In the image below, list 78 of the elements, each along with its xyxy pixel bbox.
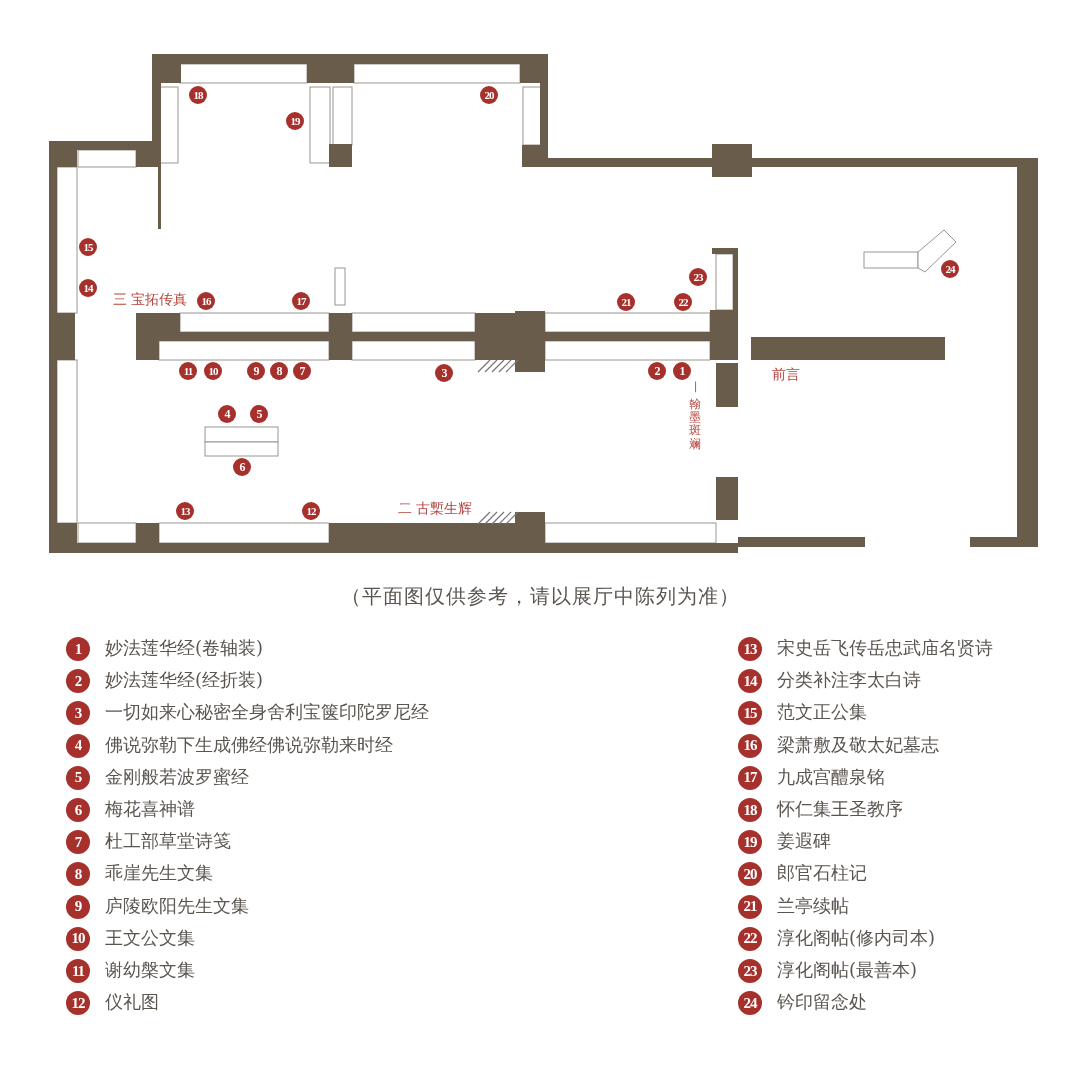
exhibit-name: 佛说弥勒下生成佛经佛说弥勒来时经 bbox=[105, 733, 393, 756]
section-label: 前言 bbox=[772, 366, 800, 383]
callout-number: 5 bbox=[250, 405, 268, 423]
exhibit-name: 仪礼图 bbox=[105, 991, 159, 1013]
callout-number: 23 bbox=[738, 959, 762, 983]
exhibit-name: 庐陵欧阳先生文集 bbox=[105, 894, 249, 917]
section-label: 三 宝拓传真 bbox=[113, 291, 188, 308]
callout-number: 10 bbox=[66, 926, 90, 951]
callout-number: 7 bbox=[293, 362, 311, 380]
exhibit-name: 梁萧敷及敬太妃墓志 bbox=[777, 733, 939, 756]
exhibit-name: 一切如来心秘密全身舍利宝箧印陀罗尼经 bbox=[105, 701, 429, 723]
exhibit-name: 妙法莲华经(经折装) bbox=[105, 669, 264, 691]
callout-number: 11 bbox=[66, 959, 90, 983]
callout-number: 23 bbox=[689, 268, 707, 286]
callout-number: 12 bbox=[302, 502, 320, 520]
callout-number: 10 bbox=[204, 362, 222, 380]
callout-number: 3 bbox=[435, 364, 453, 382]
callout-number: 24 bbox=[941, 260, 959, 278]
callout-number: 11 bbox=[179, 362, 197, 380]
callout-number: 19 bbox=[738, 830, 762, 855]
callout-number: 12 bbox=[66, 991, 90, 1016]
callout-number: 7 bbox=[66, 830, 90, 855]
callout-number: 8 bbox=[66, 862, 90, 887]
callout-number: 13 bbox=[176, 502, 194, 520]
callout-number: 14 bbox=[79, 279, 97, 297]
callout-number: 17 bbox=[292, 292, 310, 310]
callout-number: 19 bbox=[286, 112, 304, 130]
callout-number: 21 bbox=[738, 894, 762, 919]
exhibit-name: 淳化阁帖(最善本) bbox=[777, 959, 918, 981]
exhibit-name: 郎官石柱记 bbox=[777, 862, 867, 884]
exhibit-name: 钤印留念处 bbox=[777, 991, 867, 1013]
callout-number: 2 bbox=[648, 362, 666, 380]
section-label: 一 bbox=[687, 381, 703, 394]
callout-number: 9 bbox=[66, 894, 90, 919]
callout-number: 20 bbox=[738, 862, 762, 887]
callout-number: 4 bbox=[218, 405, 236, 423]
callout-number: 16 bbox=[738, 733, 762, 758]
exhibit-name: 梅花喜神谱 bbox=[105, 798, 195, 820]
exhibit-name: 谢幼槃文集 bbox=[105, 959, 195, 981]
exhibit-name: 兰亭续帖 bbox=[777, 894, 849, 917]
callout-number: 22 bbox=[738, 926, 762, 951]
callout-number: 14 bbox=[738, 669, 762, 694]
callout-number: 18 bbox=[738, 798, 762, 822]
callout-number: 1 bbox=[66, 637, 90, 661]
exhibit-name: 范文正公集 bbox=[777, 701, 867, 723]
callout-number: 2 bbox=[66, 669, 90, 694]
exhibit-name: 姜遐碑 bbox=[777, 830, 831, 852]
callout-number: 17 bbox=[738, 765, 762, 790]
exhibit-name: 怀仁集王圣教序 bbox=[777, 798, 903, 820]
exhibit-name: 乖崖先生文集 bbox=[105, 862, 213, 884]
callout-number: 24 bbox=[738, 991, 762, 1016]
callout-number: 13 bbox=[738, 637, 762, 661]
callout-number: 15 bbox=[738, 701, 762, 726]
callout-number: 15 bbox=[79, 238, 97, 256]
callout-number: 3 bbox=[66, 701, 90, 726]
callout-number: 22 bbox=[674, 293, 692, 311]
exhibit-name: 金刚般若波罗蜜经 bbox=[105, 765, 249, 788]
exhibit-name: 宋史岳飞传岳忠武庙名贤诗 bbox=[777, 637, 993, 659]
exhibit-name: 杜工部草堂诗笺 bbox=[105, 830, 231, 852]
caption: （平面图仅供参考，请以展厅中陈列为准） bbox=[339, 583, 741, 610]
exhibit-name: 王文公文集 bbox=[105, 926, 195, 949]
callout-number: 5 bbox=[66, 765, 90, 790]
callout-number: 4 bbox=[66, 733, 90, 758]
callout-number: 6 bbox=[233, 458, 251, 476]
callout-number: 20 bbox=[480, 86, 498, 104]
callout-number: 8 bbox=[270, 362, 288, 380]
callout-number: 16 bbox=[197, 292, 215, 310]
callout-number: 21 bbox=[617, 293, 635, 311]
exhibit-name: 淳化阁帖(修内司本) bbox=[777, 926, 936, 949]
section-label: 翰墨斑斓 bbox=[689, 398, 701, 451]
exhibit-name: 妙法莲华经(卷轴装) bbox=[105, 637, 264, 659]
callout-number: 6 bbox=[66, 798, 90, 822]
exhibit-name: 九成宫醴泉铭 bbox=[777, 765, 885, 788]
section-label: 二 古槧生辉 bbox=[398, 500, 473, 517]
callout-number: 1 bbox=[673, 362, 691, 380]
callout-number: 9 bbox=[247, 362, 265, 380]
callout-number: 18 bbox=[189, 86, 207, 104]
exhibit-name: 分类补注李太白诗 bbox=[777, 669, 921, 691]
